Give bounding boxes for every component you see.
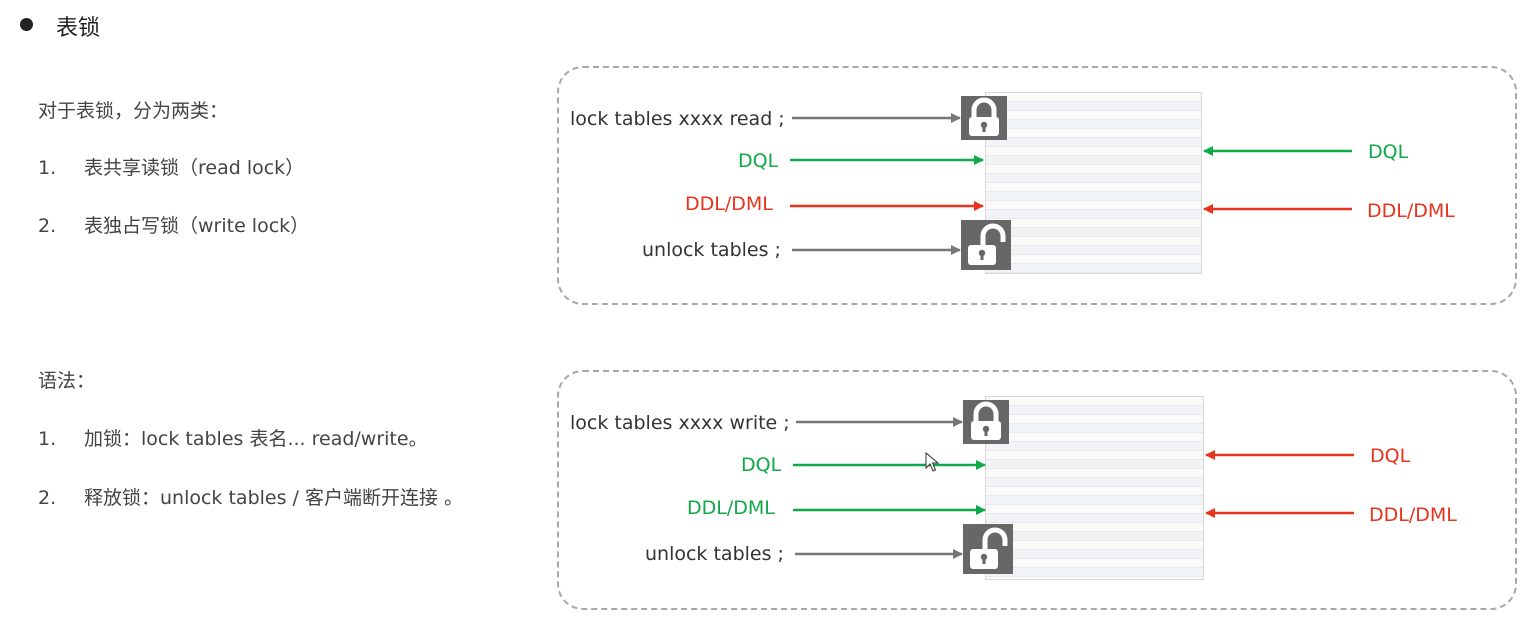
table-row [986,541,1203,550]
lock-type-2: 2. 表独占写锁（write lock） [38,211,309,238]
lock-type-1: 1. 表共享读锁（read lock） [38,153,304,180]
table-row [986,246,1201,255]
table-row [986,460,1203,469]
table-row [986,442,1203,451]
write-left-ddl-dml: DDL/DML [687,497,775,519]
table-row [986,219,1201,228]
table-row [986,111,1201,120]
table-row [986,523,1203,532]
table-row [986,174,1201,183]
table-row [986,156,1201,165]
table-row [986,469,1203,478]
table-row [986,514,1203,523]
read-right-dql: DQL [1368,141,1409,163]
sample-table-read [985,92,1202,274]
write-right-ddl-dml: DDL/DML [1369,504,1457,526]
list-text: 加锁：lock tables 表名... read/write。 [84,428,428,450]
table-row [986,487,1203,496]
table-row [986,237,1201,246]
list-number: 2. [38,215,57,237]
page-title: 表锁 [56,16,101,41]
lock-closed-icon [961,96,1007,140]
list-number: 1. [38,157,57,179]
list-text: 表独占写锁（write lock） [84,215,310,237]
table-row [986,451,1203,460]
read-right-ddl-dml: DDL/DML [1367,200,1455,222]
write-left-dql: DQL [741,454,782,476]
list-text: 释放锁：unlock tables / 客户端断开连接 。 [84,487,464,509]
table-row [986,228,1201,237]
table-row [986,559,1203,568]
table-row [986,397,1203,406]
table-row [986,255,1201,264]
list-text: 表共享读锁（read lock） [84,157,305,179]
table-row [986,138,1201,147]
syntax-item-1: 1. 加锁：lock tables 表名... read/write。 [38,424,428,451]
table-row [986,264,1201,273]
sample-table-write [985,396,1204,580]
table-row [986,568,1203,577]
table-row [986,210,1201,219]
table-row [986,496,1203,505]
syntax-title: 语法： [38,370,96,392]
write-unlock-statement: unlock tables ; [645,543,784,565]
table-row [986,415,1203,424]
table-row [986,129,1201,138]
table-row [986,120,1201,129]
lock-open-icon [961,220,1011,270]
table-row [986,201,1201,210]
intro-text: 对于表锁，分为两类： [38,100,229,122]
table-row [986,424,1203,433]
list-number: 2. [38,487,57,509]
write-right-dql: DQL [1370,445,1411,467]
write-lock-statement: lock tables xxxx write ; [570,412,790,434]
read-left-ddl-dml: DDL/DML [685,193,773,215]
table-row [986,93,1201,102]
table-row [986,406,1203,415]
table-row [986,478,1203,487]
bullet-icon [20,18,33,31]
table-row [986,165,1201,174]
cursor-icon [925,451,940,472]
table-row [986,532,1203,541]
table-row [986,102,1201,111]
lock-open-icon [963,524,1013,574]
table-row [986,550,1203,559]
read-left-dql: DQL [738,150,779,172]
table-row [986,192,1201,201]
table-row [986,183,1201,192]
lock-closed-icon [963,400,1009,444]
syntax-item-2: 2. 释放锁：unlock tables / 客户端断开连接 。 [38,483,463,510]
table-row [986,147,1201,156]
table-row [986,505,1203,514]
read-unlock-statement: unlock tables ; [642,239,781,261]
read-lock-statement: lock tables xxxx read ; [570,108,785,130]
list-number: 1. [38,428,57,450]
table-row [986,433,1203,442]
